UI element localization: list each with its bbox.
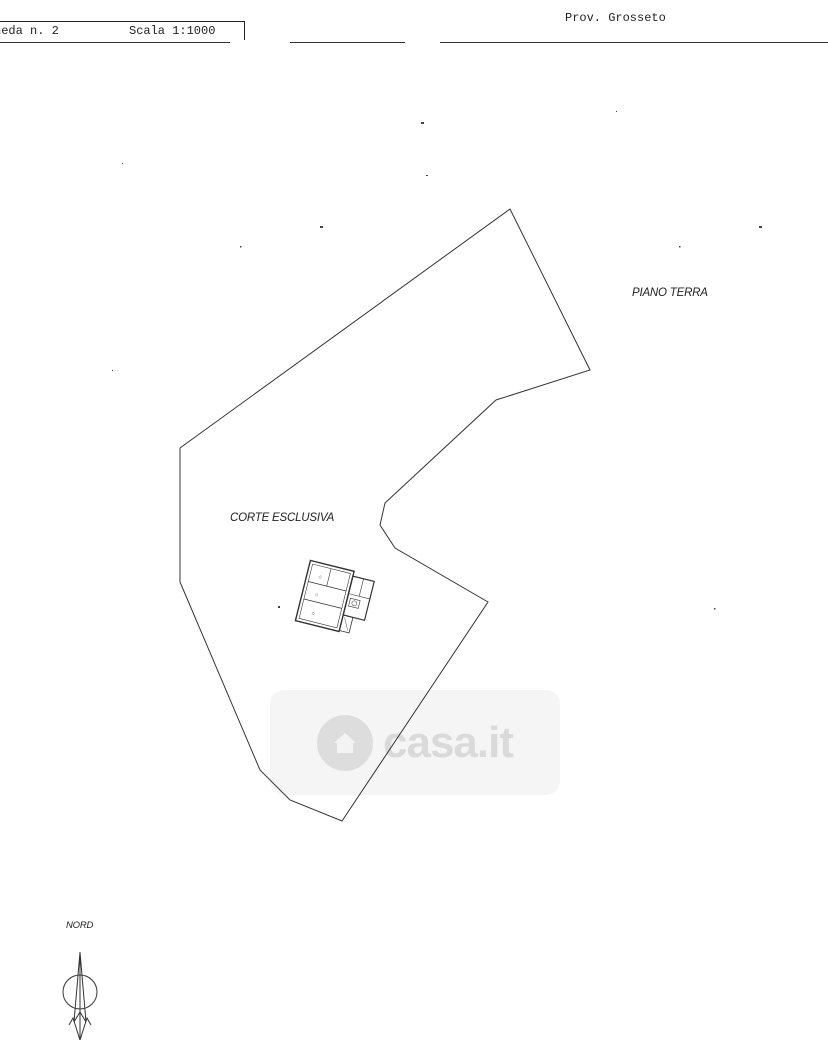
sheet-number: heda n. 2 xyxy=(0,24,59,38)
svg-text:⌂: ⌂ xyxy=(318,574,322,581)
scan-specks xyxy=(112,111,762,610)
top-rule xyxy=(440,42,828,43)
home-icon xyxy=(317,714,373,771)
svg-text:⌂: ⌂ xyxy=(311,610,315,617)
province-label: Prov. Grosseto xyxy=(565,11,666,25)
north-label: NORD xyxy=(66,920,94,931)
top-rule xyxy=(290,42,405,43)
watermark: casa.it xyxy=(270,690,560,795)
scale-label: Scala 1:1000 xyxy=(129,24,216,38)
building-footprint: ⌂ ⌂ ⌂ xyxy=(294,559,375,634)
north-arrow-icon xyxy=(62,951,98,1040)
floor-label: PIANO TERRA xyxy=(632,287,708,299)
top-rule xyxy=(0,42,230,43)
header-box xyxy=(0,21,245,40)
court-label: CORTE ESCLUSIVA xyxy=(230,512,335,524)
watermark-text: casa.it xyxy=(383,717,514,767)
property-boundary xyxy=(179,208,591,822)
svg-text:⌂: ⌂ xyxy=(315,592,319,599)
